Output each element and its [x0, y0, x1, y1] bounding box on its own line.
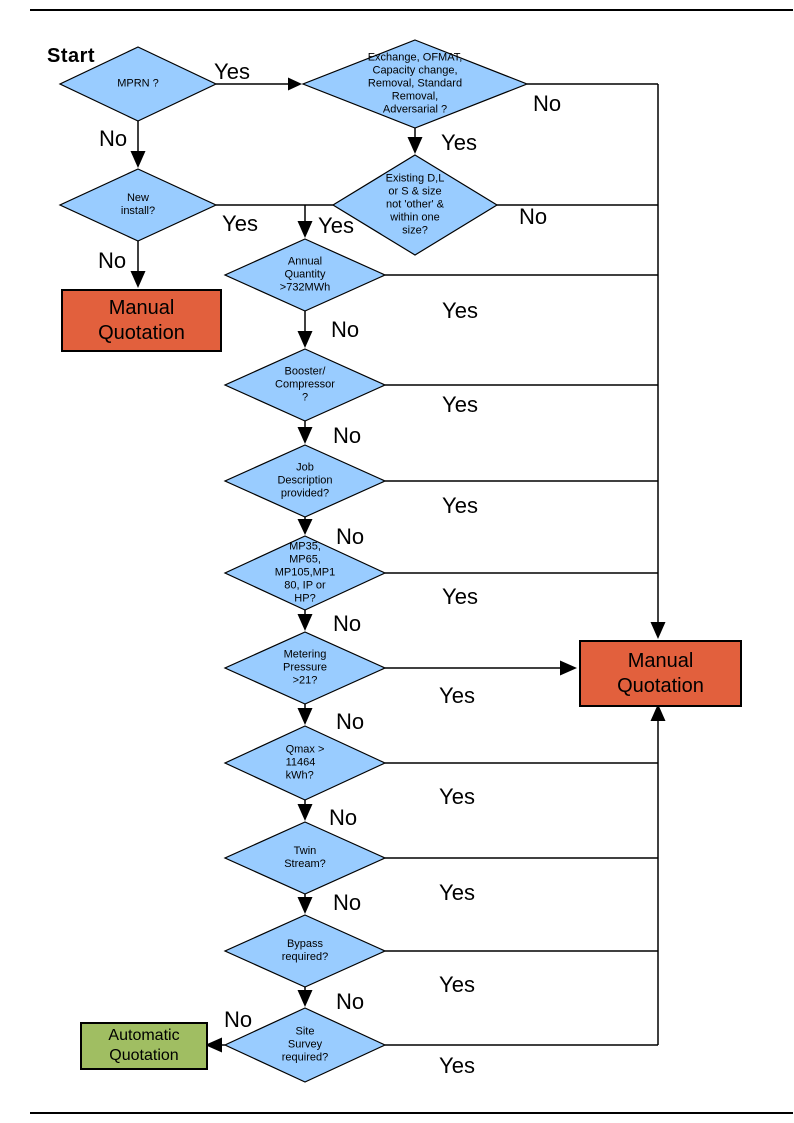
- edge-label-mprn-yes: Yes: [214, 59, 250, 84]
- decision-exchange-label: Exchange, OFMAT, Capacity change, Remova…: [367, 51, 463, 116]
- arrowhead-into-job: [297, 427, 313, 444]
- edge-label-metering-no: No: [335, 709, 365, 734]
- decision-meter-type-label: MP35, MP65, MP105,MP1 80, IP or HP?: [274, 540, 336, 605]
- decision-annual-quantity-label: Annual Quantity >732MWh: [279, 255, 331, 294]
- arrowhead-into-twin: [297, 804, 313, 821]
- edge-label-metertype-no: No: [332, 611, 362, 636]
- decision-job-description-label: Job Description provided?: [277, 461, 333, 500]
- edge-label-twin-no: No: [332, 890, 362, 915]
- decision-exchange: [301, 39, 529, 129]
- arrowhead-into-bypass: [297, 897, 313, 914]
- decision-new-install: [58, 168, 218, 242]
- manual-quotation-box-left: Manual Quotation: [61, 289, 222, 352]
- edge-label-newinstall-no: No: [97, 248, 127, 273]
- arrowhead-into-booster: [297, 331, 313, 348]
- decision-mprn-label: MPRN ?: [117, 77, 159, 90]
- arrowhead-into-manual-right-top: [650, 622, 666, 639]
- decision-annual-quantity: [223, 238, 387, 312]
- arrowhead-into-sitesurvey: [297, 990, 313, 1007]
- edge-label-sitesurvey-no: No: [223, 1007, 253, 1032]
- manual-quotation-right-label: Manual Quotation: [617, 649, 704, 697]
- manual-quotation-left-label: Manual Quotation: [98, 296, 185, 344]
- decision-job-description: [223, 444, 387, 518]
- edge-label-sitesurvey-yes: Yes: [439, 1053, 475, 1078]
- arrowhead-into-annual: [297, 221, 313, 238]
- decision-twin-stream: [223, 821, 387, 895]
- edge-label-exchange-no: No: [532, 91, 562, 116]
- decision-qmax: [223, 725, 387, 801]
- edge-label-existing-yes: Yes: [318, 213, 354, 238]
- edge-label-job-yes: Yes: [442, 493, 478, 518]
- decision-mprn: [58, 46, 218, 122]
- arrowhead-into-exchange: [288, 77, 302, 91]
- arrowhead-into-manual-left: [130, 271, 146, 288]
- edge-label-exchange-yes: Yes: [441, 130, 477, 155]
- edge-label-qmax-yes: Yes: [439, 784, 475, 809]
- decision-existing-size: [331, 154, 499, 256]
- edge-label-existing-no: No: [518, 204, 548, 229]
- decision-bypass-label: Bypass required?: [281, 938, 329, 963]
- arrowhead-into-metering: [297, 614, 313, 631]
- edge-label-metertype-yes: Yes: [442, 584, 478, 609]
- decision-booster: [223, 348, 387, 422]
- decision-metering-pressure-label: Metering Pressure >21?: [282, 648, 328, 687]
- edge-label-bypass-yes: Yes: [439, 972, 475, 997]
- edge-label-bypass-no: No: [335, 989, 365, 1014]
- arrowhead-into-metertype: [297, 519, 313, 535]
- decision-site-survey: [223, 1007, 387, 1083]
- edge-label-metering-yes: Yes: [439, 683, 475, 708]
- edge-label-annual-no: No: [330, 317, 360, 342]
- edge-label-newinstall-yes: Yes: [222, 211, 258, 236]
- decision-twin-stream-label: Twin Stream?: [284, 845, 326, 870]
- decision-qmax-label: Qmax > 11464 kWh?: [285, 743, 325, 782]
- decision-existing-size-label: Existing D,L or S & size not 'other' & w…: [385, 172, 445, 237]
- start-label: Start: [47, 45, 96, 67]
- automatic-quotation-label: Automatic Quotation: [108, 1027, 180, 1064]
- manual-quotation-box-right: Manual Quotation: [579, 640, 742, 707]
- decision-bypass: [223, 914, 387, 988]
- decision-new-install-label: New install?: [120, 192, 156, 217]
- decision-site-survey-label: Site Survey required?: [281, 1025, 329, 1064]
- edge-label-twin-yes: Yes: [439, 880, 475, 905]
- edge-label-booster-yes: Yes: [442, 392, 478, 417]
- edge-label-booster-no: No: [332, 423, 362, 448]
- edge-label-mprn-no: No: [98, 126, 128, 151]
- edge-label-qmax-no: No: [328, 805, 358, 830]
- arrowhead-into-manual-right-left: [560, 660, 577, 676]
- decision-booster-label: Booster/ Compressor ?: [275, 365, 335, 404]
- arrowhead-into-existing: [407, 137, 423, 154]
- arrowhead-into-newinstall: [130, 151, 146, 168]
- edge-label-job-no: No: [335, 524, 365, 549]
- arrowhead-into-automatic: [205, 1037, 222, 1053]
- decision-metering-pressure: [223, 631, 387, 705]
- decision-meter-type: [223, 535, 387, 611]
- automatic-quotation-box: Automatic Quotation: [80, 1022, 208, 1070]
- arrowhead-into-manual-right-bottom: [650, 704, 666, 721]
- arrowhead-into-qmax: [297, 708, 313, 725]
- edge-label-annual-yes: Yes: [442, 298, 478, 323]
